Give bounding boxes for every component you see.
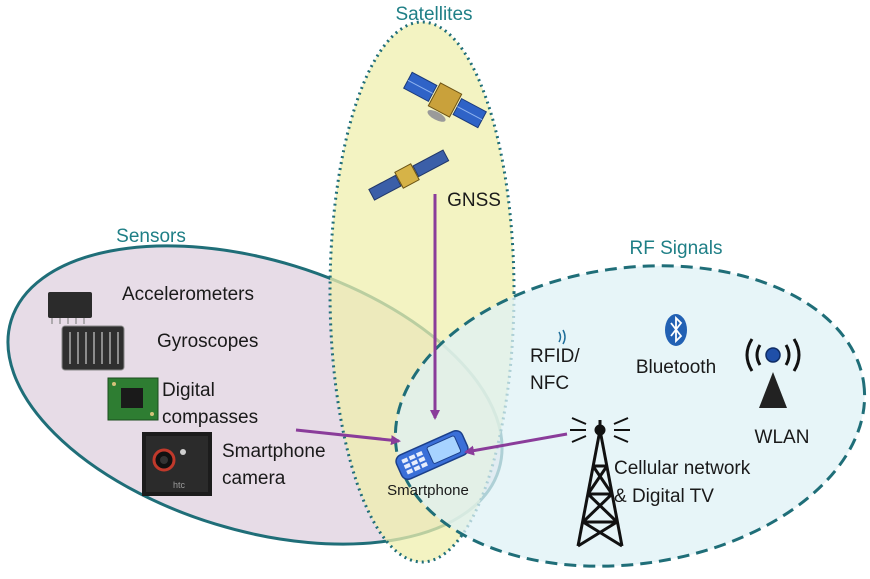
cell-tower-icon <box>570 417 630 548</box>
rf-signals-title: RF Signals <box>630 238 723 259</box>
compasses-label-line1: Digital <box>162 380 215 401</box>
smartphone-camera-icon: htc <box>142 432 212 496</box>
gyroscopes-label: Gyroscopes <box>157 331 258 352</box>
smartphone-label: Smartphone <box>387 482 469 499</box>
bluetooth-label: Bluetooth <box>636 357 716 378</box>
cellular-label-line2: & Digital TV <box>614 486 714 507</box>
compass-chip-icon <box>107 377 159 421</box>
accelerometers-label: Accelerometers <box>122 284 254 305</box>
phone-brand-label: htc <box>173 480 186 490</box>
bluetooth-icon <box>665 314 687 346</box>
satellite-icon <box>403 71 487 129</box>
gnss-label: GNSS <box>447 190 501 211</box>
cellular-arrow <box>464 432 568 456</box>
wlan-label: WLAN <box>755 427 810 448</box>
gyroscope-chip-icon <box>61 325 125 371</box>
satellites-title: Satellites <box>395 4 472 25</box>
satellite-icon-2 <box>368 149 450 201</box>
camera-label-line2: camera <box>222 468 286 489</box>
rf-signals-region <box>393 264 867 568</box>
smartphone-icon <box>395 429 469 481</box>
compasses-label-line2: compasses <box>162 407 258 428</box>
rfid-label-line1: RFID/ <box>530 346 580 367</box>
wlan-antenna-icon <box>745 338 801 408</box>
cellular-label-line1: Cellular network <box>614 458 751 479</box>
rfid-signal-icon <box>558 329 566 345</box>
accelerometer-chip-icon <box>48 292 92 324</box>
camera-arrow <box>295 428 401 446</box>
rfid-label-line2: NFC <box>530 373 569 394</box>
camera-label-line1: Smartphone <box>222 441 326 462</box>
sensors-title: Sensors <box>116 226 186 247</box>
